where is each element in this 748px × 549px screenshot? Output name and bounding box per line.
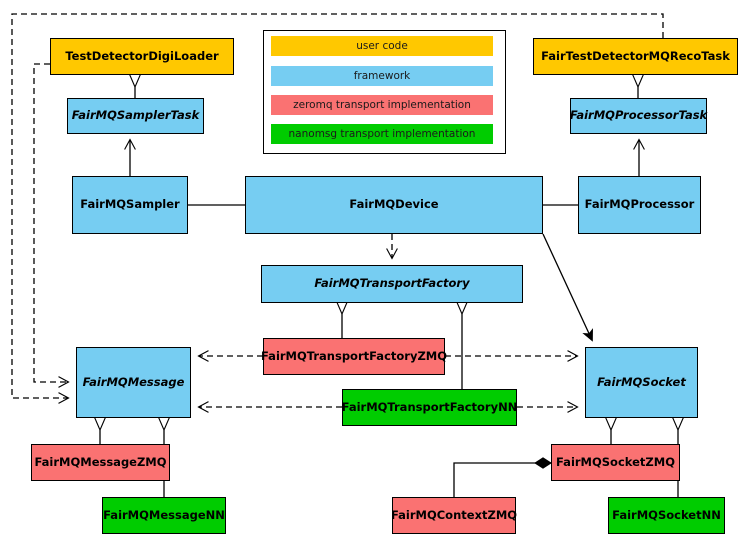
class-node-fairmqsamplertask[interactable]: FairMQSamplerTask xyxy=(67,98,204,134)
class-label: FairMQTransportFactoryZMQ xyxy=(261,348,448,363)
class-node-fairmqmessagenn[interactable]: FairMQMessageNN xyxy=(102,497,226,534)
legend-item-zeromq: zeromq transport implementation xyxy=(271,95,493,115)
class-node-fairmqtransportfactoryzmq[interactable]: FairMQTransportFactoryZMQ xyxy=(261,338,448,375)
class-label: FairMQSampler xyxy=(80,197,180,212)
class-node-fairmqsampler[interactable]: FairMQSampler xyxy=(72,176,188,234)
class-label: FairMQDevice xyxy=(349,197,439,212)
class-node-fairmqmessage[interactable]: FairMQMessage xyxy=(76,347,191,418)
class-node-fairmqsocketzmq[interactable]: FairMQSocketZMQ xyxy=(551,444,680,481)
class-node-fairtestdetectormqrecotask[interactable]: FairTestDetectorMQRecoTask xyxy=(533,38,738,75)
class-label: FairMQSocketZMQ xyxy=(556,454,675,469)
class-node-fairmqprocessortask[interactable]: FairMQProcessorTask xyxy=(570,98,707,134)
class-node-fairmqtransportfactorynn[interactable]: FairMQTransportFactoryNN xyxy=(342,389,517,426)
class-node-testdetectordigiloader[interactable]: TestDetectorDigiLoader xyxy=(50,38,234,75)
edge-recotask-to-message xyxy=(11,13,664,398)
legend-item-nanomsg: nanomsg transport implementation xyxy=(271,124,493,144)
class-label: FairMQProcessor xyxy=(584,197,695,212)
class-label: FairMQContextZMQ xyxy=(390,507,518,522)
class-label: FairTestDetectorMQRecoTask xyxy=(541,48,730,63)
class-node-fairmqmessagezmq[interactable]: FairMQMessageZMQ xyxy=(31,444,170,481)
class-label: FairMQMessageNN xyxy=(103,507,225,522)
class-label: FairMQProcessorTask xyxy=(569,108,708,123)
class-node-fairmqtransportfactory[interactable]: FairMQTransportFactory xyxy=(261,265,523,303)
class-label: FairMQTransportFactoryNN xyxy=(341,399,518,414)
edge-digiloader-to-message xyxy=(33,63,68,382)
legend-item-framework: framework xyxy=(271,66,493,86)
class-label: FairMQMessageZMQ xyxy=(34,454,167,469)
class-label: FairMQSocket xyxy=(597,374,686,389)
class-node-fairmqcontextzmq[interactable]: FairMQContextZMQ xyxy=(390,497,518,534)
edge-contextzmq-to-socketzmq xyxy=(453,457,552,497)
class-node-fairmqsocketnn[interactable]: FairMQSocketNN xyxy=(608,497,725,534)
class-node-fairmqsocket[interactable]: FairMQSocket xyxy=(585,347,698,418)
class-label: TestDetectorDigiLoader xyxy=(65,48,219,63)
legend-label-framework: framework xyxy=(353,70,411,82)
class-label: FairMQTransportFactory xyxy=(314,276,470,291)
class-label: FairMQSocketNN xyxy=(612,507,721,522)
edge-device-to-socket xyxy=(542,233,592,340)
class-label: FairMQSamplerTask xyxy=(71,108,200,123)
class-label: FairMQMessage xyxy=(82,374,185,389)
class-node-fairmqdevice[interactable]: FairMQDevice xyxy=(245,176,543,234)
legend-label-user-code: user code xyxy=(356,40,408,52)
legend-item-user-code: user code xyxy=(271,36,493,56)
legend-label-zeromq: zeromq transport implementation xyxy=(293,99,471,111)
class-node-fairmqprocessor[interactable]: FairMQProcessor xyxy=(578,176,701,234)
legend-label-nanomsg: nanomsg transport implementation xyxy=(288,128,476,140)
